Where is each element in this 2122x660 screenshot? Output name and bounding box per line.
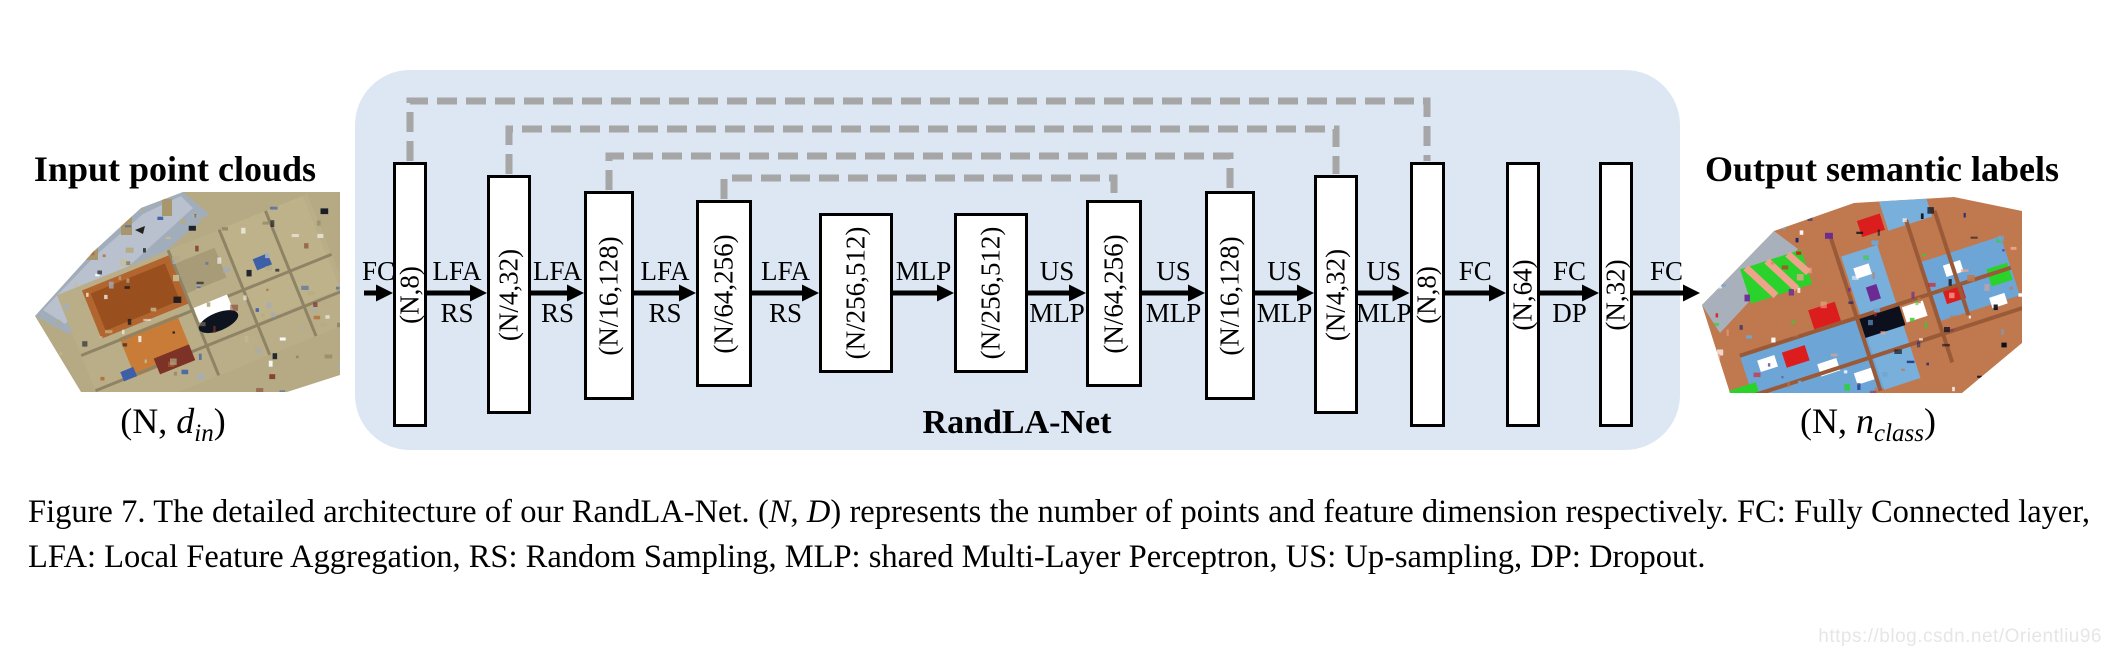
arrow-label-above: US [1039,256,1075,286]
output-shape-label: (N, nclass) [1800,401,1936,448]
arrow-label-below: MLP [1256,298,1313,328]
arrow-label-above: LFA [432,256,482,286]
layer-dim-label: (N/256,512) [975,226,1006,360]
output-semantic-image [1702,197,2022,393]
arrow-label-below: RS [540,298,575,328]
layer-dim-label: (N,32) [1600,258,1631,331]
arrow-label-above: FC [1552,256,1587,286]
arrow-label-below: RS [440,298,474,328]
input-heading: Input point clouds [33,149,317,189]
arrow-label-above: US [1267,256,1302,286]
arrow-label-above: MLP [895,256,952,286]
layer-box: (N,8) [393,162,427,427]
layer-box: (N/16,128) [1205,191,1255,400]
arrow-label-below: DP [1552,298,1587,328]
arrow-label-below: RS [768,298,803,328]
layer-dim-label: (N/64,256) [1098,233,1129,354]
layer-box: (N,8) [1409,162,1445,427]
arrow-label-above: FC [361,256,396,286]
layer-box: (N,64) [1506,162,1540,427]
output-heading: Output semantic labels [1704,149,2060,189]
net-title: RandLA-Net [922,404,1112,441]
arrow-label-below: MLP [1145,298,1202,328]
layer-box: (N/64,256) [696,200,752,387]
arrow-label-above: US [1156,256,1191,286]
arrow-label-above: LFA [532,256,583,286]
layer-box: (N/4,32) [1314,175,1358,414]
arrow-label-above: LFA [640,256,690,286]
layer-box: (N/4,32) [487,175,531,414]
layer-dim-label: (N/64,256) [708,233,739,354]
layer-box: (N/16,128) [584,191,634,400]
arrow-label-above: FC [1458,256,1492,286]
arrow-label-below: MLP [1355,298,1412,328]
layer-dim-label: (N/16,128) [1214,235,1245,356]
arrow-label-above: US [1366,256,1402,286]
flow-arrowhead [1683,284,1700,302]
layer-dim-label: (N/4,32) [493,248,524,341]
arrow-label-above: FC [1649,256,1684,286]
watermark-url: https://blog.csdn.net/Orientliu96 [1818,626,2102,647]
layer-dim-label: (N,64) [1507,258,1538,331]
layer-dim-label: (N,8) [1411,265,1442,324]
arrow-label-below: MLP [1029,298,1085,328]
layer-box: (N/256,512) [954,213,1028,373]
layer-dim-label: (N,8) [394,265,425,324]
arrow-label-below: RS [648,298,682,328]
arrow-label-above: LFA [760,256,811,286]
layer-box: (N/64,256) [1086,200,1142,387]
layer-dim-label: (N/16,128) [593,235,624,356]
layer-dim-label: (N/256,512) [840,226,871,360]
figure-caption: Figure 7. The detailed architecture of o… [28,494,2090,575]
layer-box: (N/256,512) [819,213,893,373]
input-point-cloud-image [35,192,340,392]
layer-dim-label: (N/4,32) [1320,248,1351,341]
layer-box: (N,32) [1599,162,1633,427]
input-shape-label: (N, din) [120,401,226,448]
